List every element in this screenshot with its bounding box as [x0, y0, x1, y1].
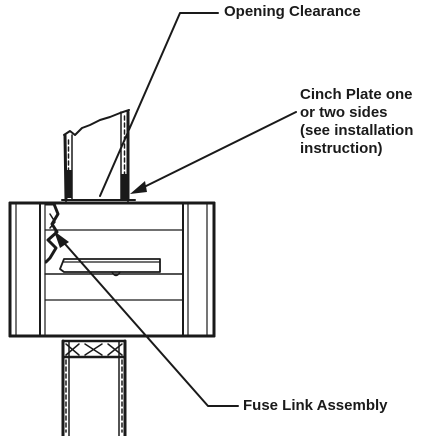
cinch-plate-label-line4: instruction)	[300, 140, 383, 157]
cinch-plate-label-line3: (see installation	[300, 122, 414, 139]
fuse-link-assembly-label: Fuse Link Assembly	[243, 397, 388, 414]
cinch-plate-label-line2: or two sides	[300, 104, 388, 121]
cinch-plate-label-line1: Cinch Plate one	[300, 86, 413, 103]
opening-clearance-label: Opening Clearance	[224, 3, 361, 20]
damper-sleeve	[8, 201, 216, 338]
fuse-link	[44, 202, 60, 264]
upper-wall-section	[61, 109, 136, 202]
cinch-plate-label: Cinch Plate one or two sides (see instal…	[300, 86, 413, 158]
lower-wall-section	[61, 339, 127, 436]
leader-lines	[54, 12, 297, 407]
blade-pack	[59, 258, 161, 277]
